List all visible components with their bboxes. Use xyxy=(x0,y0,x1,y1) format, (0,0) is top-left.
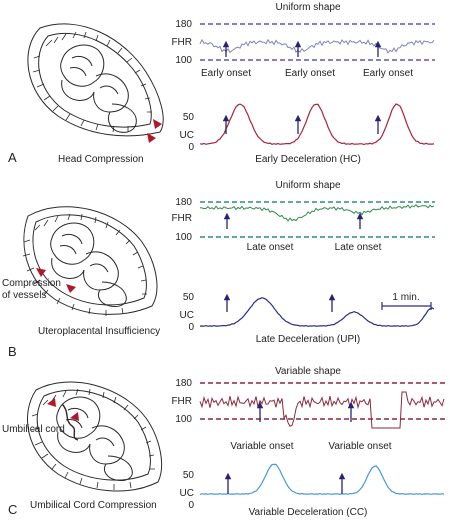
uc-bottom-label: 0 xyxy=(188,500,194,511)
fhr-trace xyxy=(199,38,435,54)
fhr-top-label: 180 xyxy=(175,19,192,30)
time-scale-bar xyxy=(381,302,432,310)
deceleration-title: Variable Deceleration (CC) xyxy=(249,507,368,518)
uc-top-label: 50 xyxy=(183,112,195,123)
panel-caption: Head Compression xyxy=(58,154,144,165)
onset-label: Early onset xyxy=(363,68,413,79)
pressure-arrow-icon xyxy=(47,398,56,407)
onset-label: Variable onset xyxy=(328,441,391,452)
pressure-arrow-icon xyxy=(147,133,156,143)
pressure-arrow-icon xyxy=(153,119,162,129)
onset-label: Early onset xyxy=(285,68,335,79)
uc-axis-label: UC xyxy=(180,310,194,321)
panel-b: Compression of vessels B Uteroplacental … xyxy=(2,180,435,359)
deceleration-title: Early Deceleration (HC) xyxy=(255,154,361,165)
shape-label: Variable shape xyxy=(275,366,341,377)
onset-label: Late onset xyxy=(335,242,382,253)
uc-top-label: 50 xyxy=(183,470,195,481)
fhr-trace xyxy=(199,203,435,222)
uc-top-label: 50 xyxy=(183,292,195,303)
uc-axis-label: UC xyxy=(180,130,194,141)
onset-label: Variable onset xyxy=(230,441,293,452)
shape-label: Uniform shape xyxy=(275,2,340,13)
uterus-illustration-c xyxy=(26,381,163,492)
uc-axis-label: UC xyxy=(180,488,194,499)
pressure-arrow-icon xyxy=(36,268,46,277)
fhr-axis-label: FHR xyxy=(171,37,192,48)
deceleration-title: Late Deceleration (UPI) xyxy=(256,334,361,345)
fhr-bottom-label: 100 xyxy=(175,414,192,425)
uc-trace xyxy=(199,103,435,146)
onset-label: Early onset xyxy=(201,68,251,79)
fhr-axis-label: FHR xyxy=(171,396,192,407)
time-scale-label: 1 min. xyxy=(392,292,419,303)
fhr-top-label: 180 xyxy=(175,378,192,389)
fhr-trace xyxy=(199,391,445,429)
pressure-arrow-icon xyxy=(70,412,79,421)
panel-letter: C xyxy=(8,502,17,517)
panel-letter: A xyxy=(8,150,17,165)
fhr-bottom-label: 100 xyxy=(175,55,192,66)
fhr-top-label: 180 xyxy=(175,197,192,208)
uc-bottom-label: 0 xyxy=(188,142,194,153)
cord-callout: Umbilical cord xyxy=(2,424,65,435)
panel-a: A Head Compression Uniform shape 180 FHR… xyxy=(8,2,435,165)
pressure-arrow-icon xyxy=(66,284,76,293)
uterus-illustration-a xyxy=(27,23,164,137)
panel-caption: Uteroplacental Insufficiency xyxy=(38,326,160,337)
panel-c: Umbilical cord C Umbilical Cord Compress… xyxy=(2,366,445,518)
callout-line: Compression xyxy=(2,278,61,289)
compression-callout: Compression of vessels xyxy=(2,278,64,301)
panel-caption: Umbilical Cord Compression xyxy=(30,500,157,511)
uc-trace xyxy=(199,463,445,496)
onset-label: Late onset xyxy=(247,242,294,253)
panel-letter: B xyxy=(8,344,17,359)
callout-line: of vessels xyxy=(2,290,46,301)
uc-trace xyxy=(199,297,435,328)
shape-label: Uniform shape xyxy=(275,180,340,191)
fhr-bottom-label: 100 xyxy=(175,232,192,243)
fhr-axis-label: FHR xyxy=(171,213,192,224)
uterus-illustration-b xyxy=(22,206,158,316)
uc-bottom-label: 0 xyxy=(188,322,194,333)
